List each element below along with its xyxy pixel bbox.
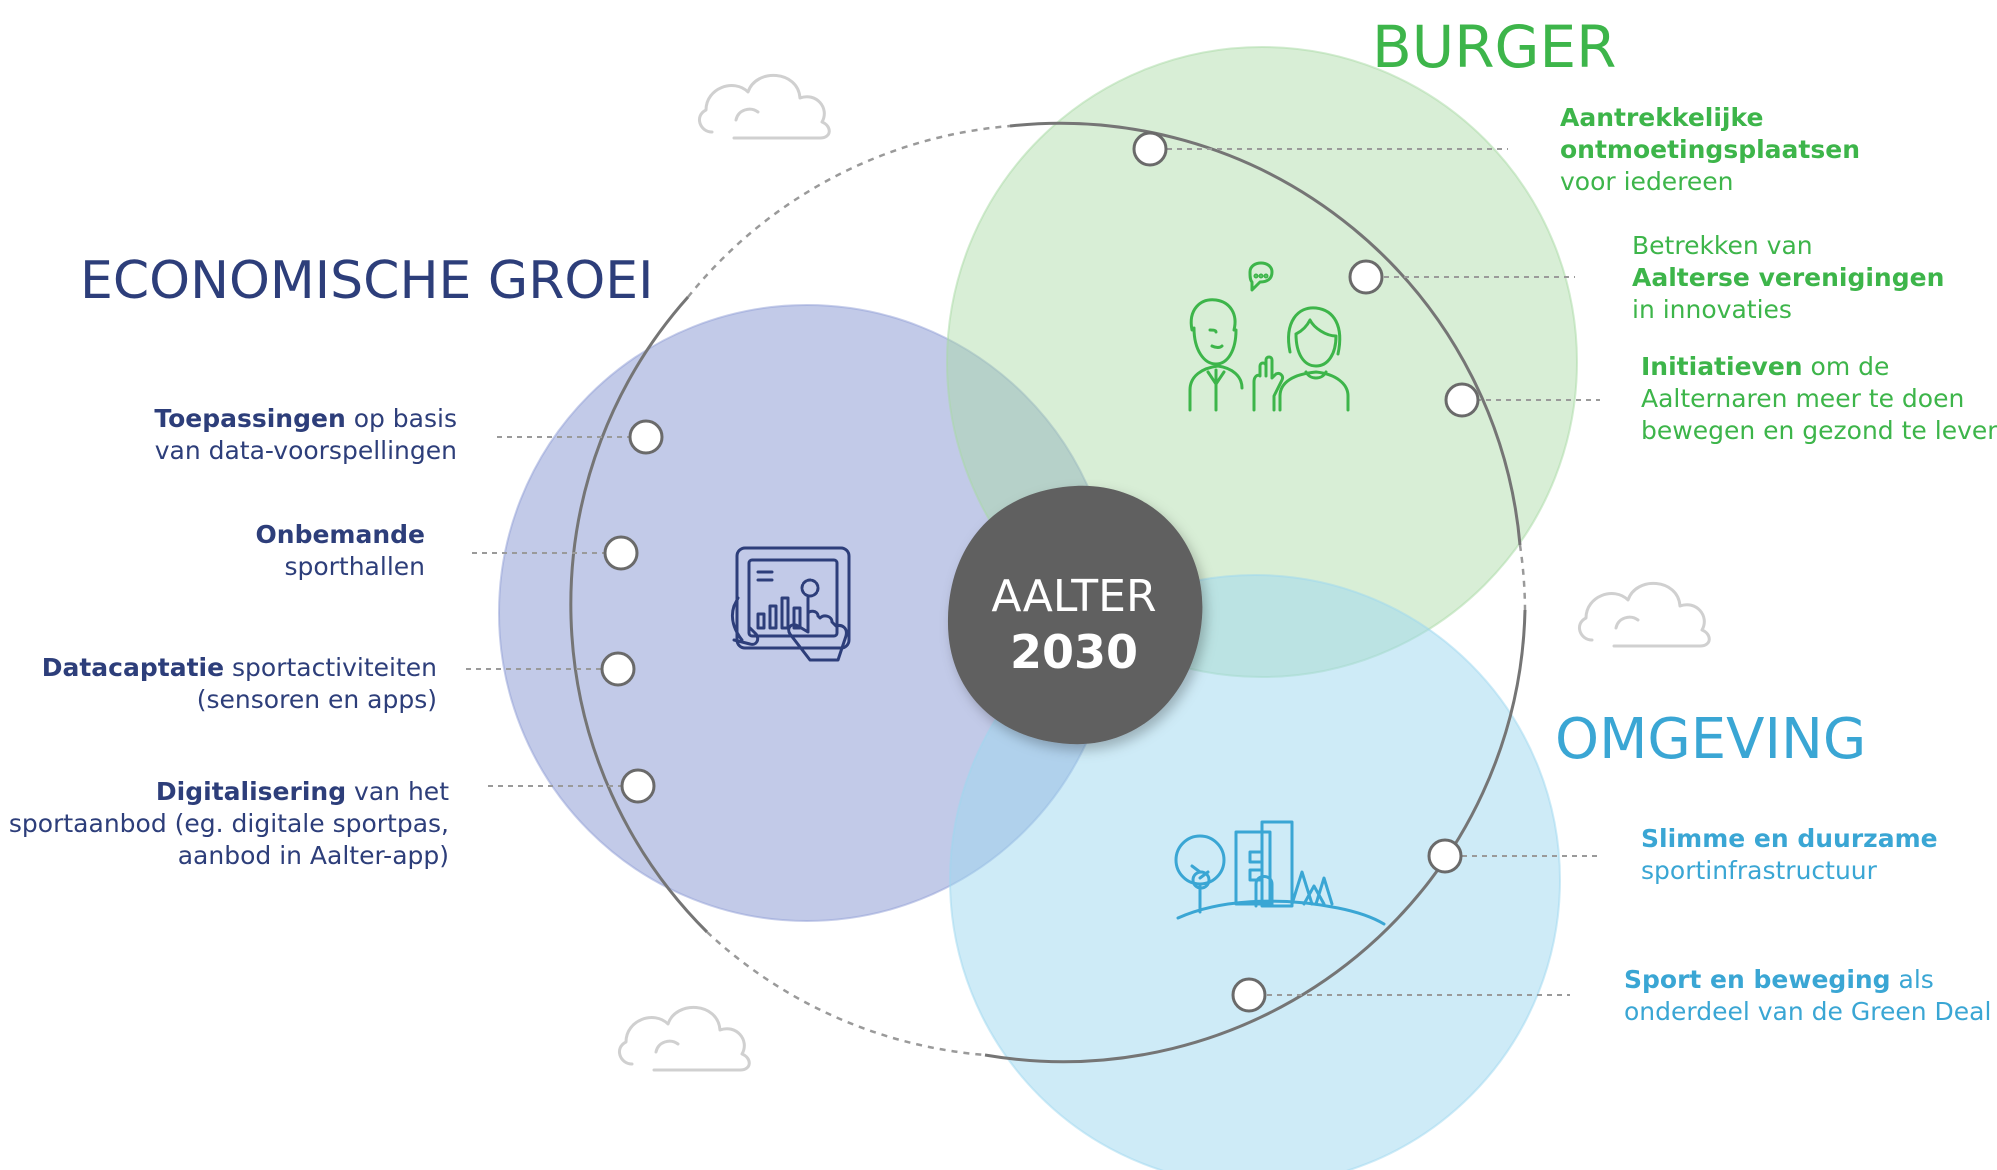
- cloud-icon: [1577, 582, 1711, 648]
- node-marker: [1132, 131, 1168, 167]
- economie-item-2: Onbemande sporthallen: [255, 520, 425, 581]
- connector-lines: [466, 148, 1600, 996]
- cloud-icon: [617, 1006, 751, 1072]
- orbit-ring-solid: [569, 296, 709, 934]
- burger-item-2: Betrekken van Aalterse verenigingen in i…: [1632, 231, 1945, 324]
- node-marker: [620, 768, 656, 804]
- cloud-icon: [697, 74, 831, 140]
- node-marker: [600, 651, 636, 687]
- node-marker: [628, 419, 664, 455]
- economie-item-1: Toepassingen op basis van data-voorspell…: [154, 404, 457, 465]
- orbit-ring-dashed: [687, 124, 1011, 298]
- burger-title: BURGER: [1372, 13, 1617, 81]
- burger-item-1: Aantrekkelijke ontmoetingsplaatsen voor …: [1560, 103, 1860, 196]
- orbit-ring-solid: [1009, 121, 1522, 546]
- node-marker: [1444, 382, 1480, 418]
- center-line-2: 2030: [1009, 625, 1139, 679]
- node-marker: [1427, 838, 1463, 874]
- center-blob: [947, 485, 1203, 745]
- people-chat-icon: [1188, 261, 1350, 412]
- center-line-1: AALTER: [991, 571, 1157, 622]
- node-marker: [603, 535, 639, 571]
- orbit-ring-dashed: [706, 931, 986, 1057]
- tablet-chart-icon: [730, 546, 851, 662]
- orbit-ring-solid: [984, 609, 1527, 1064]
- orbit-ring-dashed: [1518, 544, 1527, 611]
- economie-item-4: Digitalisering van het sportaanbod (eg. …: [8, 777, 449, 870]
- burger-item-3: Initiatieven om de Aalternaren meer te d…: [1641, 352, 1997, 445]
- omgeving-title: OMGEVING: [1555, 707, 1867, 772]
- city-trees-icon: [1174, 820, 1386, 926]
- economie-item-3: Datacaptatie sportactiviteiten (sensoren…: [41, 653, 437, 714]
- orbit-nodes: [600, 131, 1480, 1013]
- node-marker: [1348, 259, 1384, 295]
- omgeving-item-1: Slimme en duurzame sportinfrastructuur: [1641, 824, 1938, 885]
- economie-title: ECONOMISCHE GROEI: [80, 251, 654, 311]
- omgeving-item-2: Sport en beweging als onderdeel van de G…: [1624, 965, 1992, 1026]
- node-marker: [1231, 977, 1267, 1013]
